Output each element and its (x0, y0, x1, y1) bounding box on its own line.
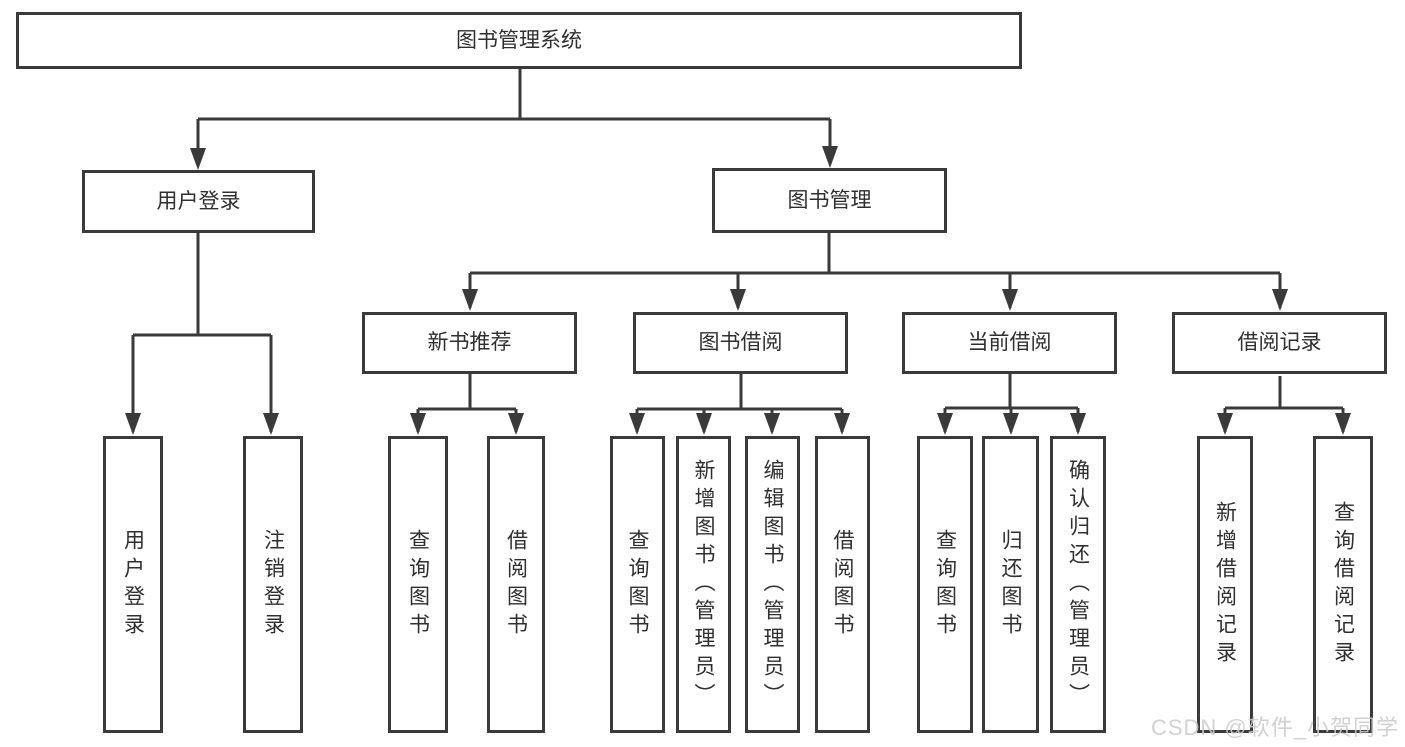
leaf-borrow-books-recommend: 借阅图书 (487, 436, 545, 733)
node-book-management: 图书管理 (712, 168, 947, 233)
leaf-query-borrow-record: 查询借阅记录 (1313, 436, 1373, 733)
node-current-borrowing: 当前借阅 (902, 312, 1117, 374)
node-label: 新增借阅记录 (1213, 500, 1237, 669)
leaf-query-books-recommend: 查询图书 (388, 436, 448, 733)
leaf-logout: 注销登录 (243, 436, 303, 733)
csdn-watermark: CSDN @软件_小贺同学 (1150, 715, 1399, 740)
node-user-login: 用户登录 (82, 170, 315, 233)
leaf-confirm-return-admin: 确认归还（管理员） (1050, 436, 1106, 733)
node-label: 当前借阅 (967, 331, 1052, 355)
node-label: 查询借阅记录 (1331, 500, 1355, 669)
node-label: 借阅图书 (831, 528, 854, 641)
leaf-add-borrow-record: 新增借阅记录 (1197, 436, 1253, 733)
leaf-query-books-current: 查询图书 (917, 436, 973, 733)
node-library-management-system: 图书管理系统 (16, 12, 1022, 69)
node-label: 图书管理系统 (456, 28, 582, 52)
node-label: 借阅记录 (1237, 331, 1322, 355)
node-new-book-recommendation: 新书推荐 (362, 312, 577, 374)
node-label: 查询图书 (933, 528, 957, 641)
node-label: 确认归还（管理员） (1066, 458, 1090, 711)
leaf-add-book-admin: 新增图书（管理员） (676, 436, 731, 733)
leaf-borrow-books-borrowing: 借阅图书 (815, 436, 870, 733)
node-label: 借阅图书 (504, 528, 528, 641)
leaf-user-login: 用户登录 (103, 436, 163, 733)
node-label: 用户登录 (121, 528, 145, 641)
node-label: 图书借阅 (698, 331, 783, 355)
node-label: 图书管理 (787, 188, 872, 212)
leaf-edit-book-admin: 编辑图书（管理员） (745, 436, 800, 733)
node-label: 用户登录 (156, 189, 241, 213)
node-label: 新增图书（管理员） (692, 458, 715, 711)
node-label: 编辑图书（管理员） (761, 458, 784, 711)
node-book-borrowing: 图书借阅 (633, 312, 848, 374)
node-label: 归还图书 (999, 528, 1022, 641)
node-label: 新书推荐 (427, 331, 512, 355)
node-label: 注销登录 (261, 528, 285, 641)
leaf-return-book: 归还图书 (982, 436, 1039, 733)
leaf-query-books-borrowing: 查询图书 (610, 436, 665, 733)
connector-paths (131, 69, 1345, 432)
node-borrowing-records: 借阅记录 (1172, 312, 1387, 374)
node-label: 查询图书 (406, 528, 430, 641)
node-label: 查询图书 (626, 528, 649, 641)
